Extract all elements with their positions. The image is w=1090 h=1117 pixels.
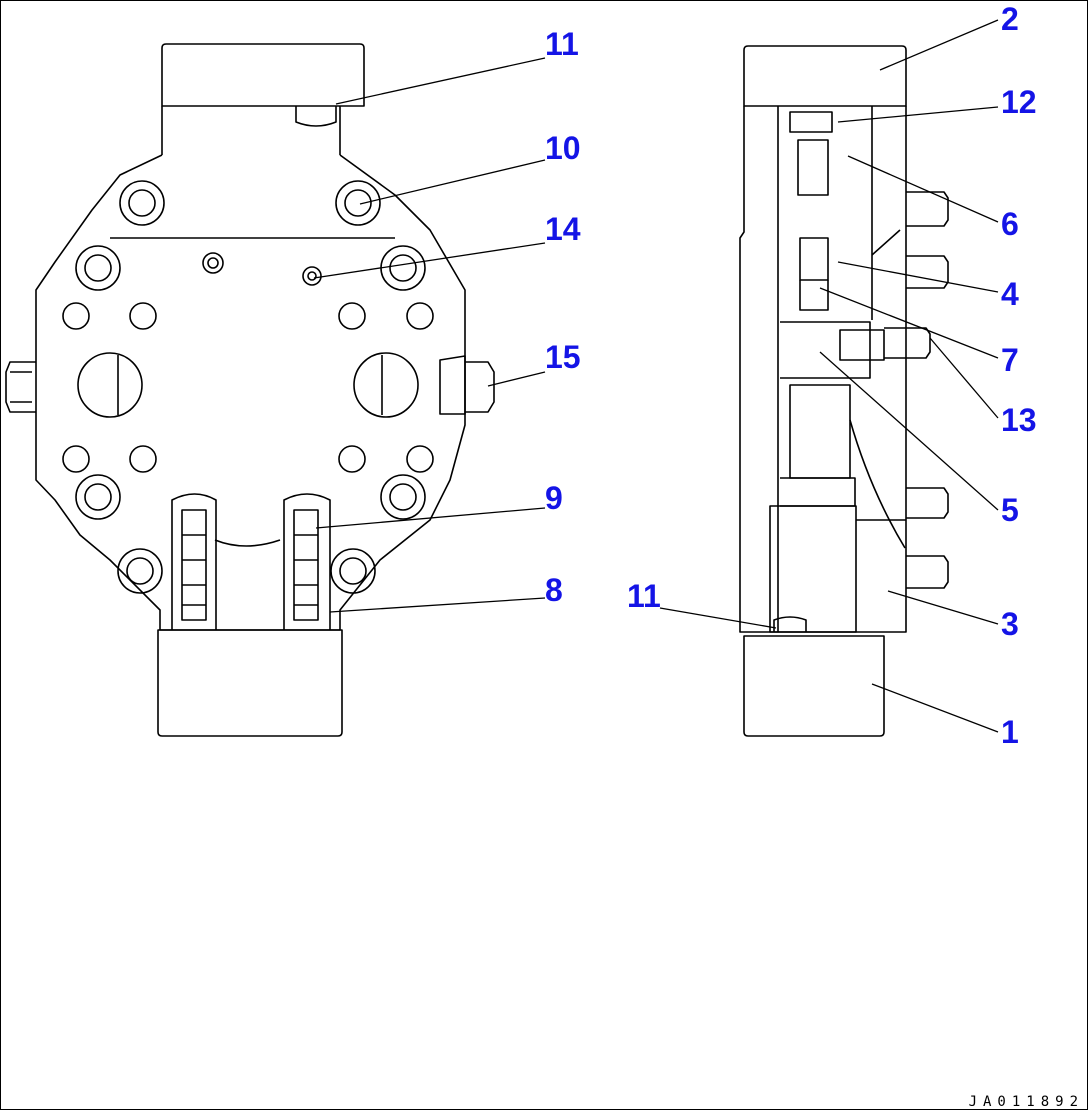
callout-2: 2 [1001, 1, 1019, 37]
front-side-plugs [6, 356, 494, 414]
side-top-block [744, 46, 906, 106]
side-ports [884, 192, 948, 588]
callout-12: 12 [1001, 84, 1037, 120]
callout-11-side: 11 [627, 578, 661, 614]
callout-1: 1 [1001, 714, 1019, 750]
callout-4: 4 [1001, 276, 1019, 312]
callout-13: 13 [1001, 402, 1037, 438]
callout-9: 9 [545, 480, 563, 516]
leader-lines [314, 20, 998, 732]
side-bottom-block [744, 636, 884, 736]
front-valve-body [36, 155, 465, 630]
callout-3: 3 [1001, 606, 1019, 642]
callout-11-top: 11 [545, 26, 579, 62]
callout-6: 6 [1001, 206, 1019, 242]
front-ports [78, 353, 418, 417]
drawing-number: JA011892 [968, 1094, 1084, 1110]
front-view [6, 44, 494, 736]
callout-5: 5 [1001, 492, 1019, 528]
side-valve-body [740, 106, 906, 632]
callout-10: 10 [545, 130, 581, 166]
front-spools [172, 494, 330, 630]
callout-15: 15 [545, 339, 581, 375]
front-top-block [162, 44, 364, 106]
front-large-bolts [76, 181, 425, 593]
callout-8: 8 [545, 572, 563, 608]
callout-14: 14 [545, 211, 581, 247]
front-bottom-block [158, 630, 342, 736]
callout-7: 7 [1001, 342, 1019, 378]
side-view [740, 46, 948, 736]
front-small-holes [63, 253, 433, 472]
